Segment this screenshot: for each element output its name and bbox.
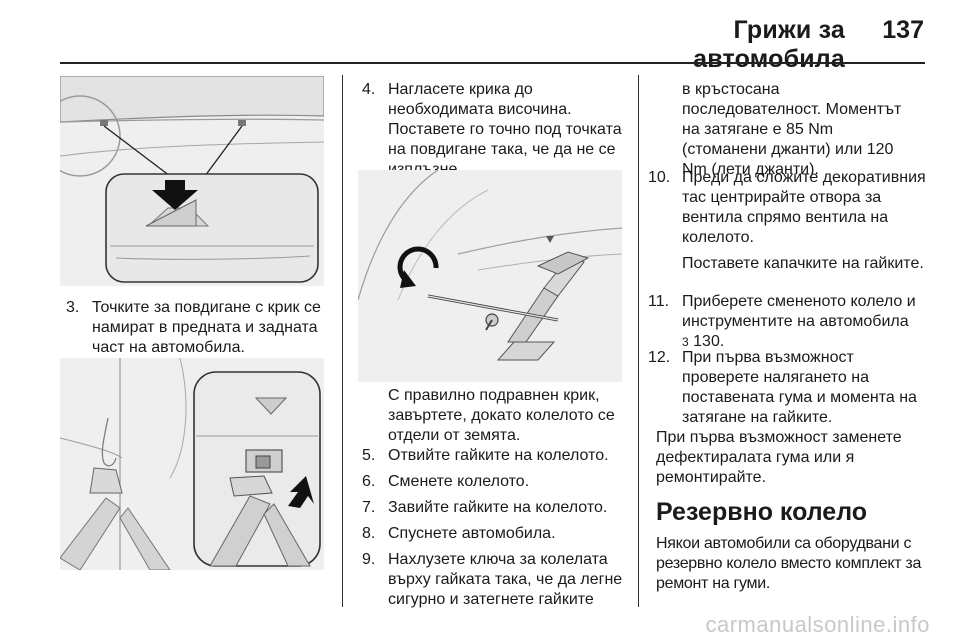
replacement-note: При първа възможност заменете дефектирал… (656, 429, 902, 486)
spare-wheel-text: Някои автомобили са оборудвани с резервн… (656, 535, 922, 592)
step-7-number: 7. (362, 499, 376, 516)
jack-rotation-illustration (358, 170, 622, 382)
step-8-number: 8. (362, 525, 376, 542)
jack-placement-illustration (60, 358, 324, 570)
step-3-number: 3. (66, 299, 80, 316)
step-12-number: 12. (648, 349, 671, 366)
step-6-number: 6. (362, 473, 376, 490)
step-11-number: 11. (648, 293, 670, 310)
cross-reference-icon: 3 (682, 335, 689, 349)
step-10-subtext: Поставете капачките на гайките. (682, 255, 924, 272)
step-11-reference[interactable]: 130. (693, 333, 725, 350)
step-7: 7. Завийте гайките на колелото. (362, 498, 630, 518)
step-10-number: 10. (648, 169, 671, 186)
step-6: 6. Сменете колелото. (362, 472, 630, 492)
step-4: 4. Нагласете крика до необходимата височ… (362, 80, 630, 180)
step-9: 9. Нахлузете ключа за колелата върху гай… (362, 550, 630, 610)
step-7-text: Завийте гайките на колелото. (388, 499, 608, 516)
header-divider (60, 62, 925, 64)
step-10-text: Преди да сложите декоративния тас центри… (682, 169, 926, 246)
section-heading-spare-wheel: Резервно колело (656, 498, 868, 526)
step-5: 5. Отвийте гайките на колелото. (362, 446, 630, 466)
jack-turn-instruction: С правилно подравнен крик, завъртете, до… (388, 387, 615, 444)
step-4-number: 4. (362, 81, 376, 98)
step-9-continuation: в кръстосана последователност. Моментът … (682, 81, 902, 178)
step-4-text: Нагласете крика до необходимата височина… (388, 81, 622, 178)
step-8-text: Спуснете автомобила. (388, 525, 556, 542)
step-8: 8. Спуснете автомобила. (362, 524, 630, 544)
step-9-number: 9. (362, 551, 376, 568)
step-11: 11. Приберете смененото колело и инструм… (648, 292, 926, 352)
step-10: 10. Преди да сложите декоративния тас це… (648, 168, 926, 274)
jacking-points-illustration (60, 76, 324, 286)
page-number: 137 (882, 16, 924, 44)
step-3: 3. Точките за повдигане с крик се намира… (66, 298, 328, 358)
step-9-text: Нахлузете ключа за колелата върху гайкат… (388, 551, 623, 608)
page-title: Грижи за автомобила (693, 16, 845, 73)
step-5-text: Отвийте гайките на колелото. (388, 447, 609, 464)
step-12: 12. При първа възможност проверете наляг… (648, 348, 926, 428)
step-11-text: Приберете смененото колело и инструменти… (682, 292, 926, 352)
step-5-number: 5. (362, 447, 376, 464)
step-11-body: Приберете смененото колело и инструменти… (682, 293, 916, 330)
column-divider-left (342, 75, 343, 607)
step-6-text: Сменете колелото. (388, 473, 530, 490)
step-12-text: При първа възможност проверете наляганет… (682, 349, 917, 426)
step-3-text: Точките за повдигане с крик се намират в… (92, 299, 321, 356)
column-divider-right (638, 75, 639, 607)
watermark: carmanualsonline.info (705, 612, 930, 637)
